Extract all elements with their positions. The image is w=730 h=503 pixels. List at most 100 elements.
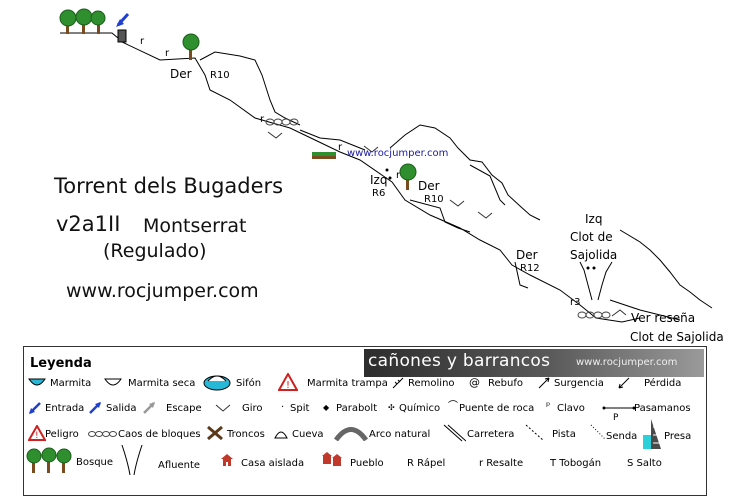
legend-label-remolino: Remolino bbox=[408, 378, 455, 389]
brand-url: www.rocjumper.com bbox=[576, 357, 678, 368]
tributary-line bbox=[579, 261, 593, 301]
siphon-icon bbox=[203, 375, 231, 391]
legend-label-resalte: r Resalte bbox=[479, 458, 524, 469]
parabolt-icon: ◆ bbox=[323, 403, 330, 412]
resalte-label: r bbox=[396, 170, 401, 181]
nail-icon: ᵖ bbox=[546, 401, 551, 412]
canyon-grade: v2a1II bbox=[56, 212, 121, 236]
canyon-wall-line bbox=[299, 129, 366, 151]
legend-label-rapel: R Rápel bbox=[407, 458, 446, 469]
escape-arrow-icon bbox=[143, 402, 155, 414]
resalte-label: r bbox=[338, 142, 343, 153]
legend-label-bosque: Bosque bbox=[76, 457, 114, 468]
legend-label-cueva: Cueva bbox=[292, 429, 324, 440]
legend-label-parabolt: Parabolt bbox=[336, 403, 378, 414]
natural-arch-icon bbox=[334, 427, 368, 441]
canyon-wall-line bbox=[389, 124, 541, 221]
legend-label-quimico: Químico bbox=[399, 403, 441, 414]
cave-icon bbox=[274, 431, 288, 439]
handline-p-label: P bbox=[613, 413, 619, 423]
canyon-wall-line bbox=[409, 199, 471, 233]
legend-label-puente-roca: Puente de roca bbox=[459, 403, 535, 414]
legend-label-tobogan: T Tobogán bbox=[550, 458, 602, 469]
see-review-label: Ver reseña bbox=[631, 311, 695, 325]
resalte-label-r3: r3 bbox=[570, 297, 580, 308]
spit-icon: · bbox=[281, 402, 285, 413]
legend-label-perdida: Pérdida bbox=[644, 378, 682, 389]
entrance-arrow-icon bbox=[29, 402, 41, 414]
rappel-label-r10: R10 bbox=[424, 194, 444, 205]
brand-banner: cañones y barrancos www.rocjumper.com bbox=[364, 349, 704, 377]
legend-label-sifon: Sifón bbox=[236, 378, 262, 389]
legend-label-senda: Senda bbox=[606, 431, 638, 442]
legend-label-casa: Casa aislada bbox=[241, 458, 305, 469]
legend-panel: Leyenda cañones y barrancos www.rocjumpe… bbox=[23, 346, 707, 496]
watermark-url: www.rocjumper.com bbox=[347, 148, 448, 159]
turn-icon bbox=[611, 309, 627, 317]
canyon-wall-line bbox=[469, 164, 506, 206]
turn-icon bbox=[449, 199, 465, 207]
boulder-chaos-icon bbox=[265, 118, 299, 126]
canyon-region: Montserrat bbox=[143, 215, 247, 237]
boulder-chaos-icon bbox=[577, 311, 611, 319]
canyon-title: Torrent dels Bugaders bbox=[54, 174, 284, 198]
rappel-label-r6: R6 bbox=[372, 188, 385, 199]
legend-label-salida: Salida bbox=[106, 403, 137, 414]
legend-label-troncos: Troncos bbox=[227, 429, 265, 440]
legend-label-carretera: Carretera bbox=[467, 429, 515, 440]
track-icon bbox=[525, 424, 545, 442]
logs-icon bbox=[207, 425, 223, 441]
canyon-wall-line bbox=[619, 229, 713, 309]
svg-text:!: ! bbox=[35, 431, 39, 441]
anchor-side-label: Der bbox=[170, 67, 192, 81]
tributary-icon bbox=[121, 444, 143, 476]
dam-icon bbox=[117, 29, 127, 43]
rappel-label-r10: R10 bbox=[210, 70, 230, 81]
canyon-wall-line bbox=[199, 51, 301, 126]
canyon-topo-diagram: r r Der R10 r r r www.rocjumper.com Izq … bbox=[59, 8, 724, 344]
resurgence-icon bbox=[538, 377, 550, 389]
chemical-anchor-icon: ✣ bbox=[388, 403, 395, 412]
anchor-side-label: Der bbox=[418, 179, 440, 193]
resalte-label: r bbox=[165, 48, 170, 59]
rappel-label-r12: R12 bbox=[520, 263, 540, 274]
tributary-line bbox=[597, 261, 613, 301]
canyon-profile-line bbox=[60, 32, 641, 323]
boulder-chaos-icon bbox=[88, 431, 117, 437]
svg-text:!: ! bbox=[286, 380, 290, 391]
rock-bridge-icon: ⌒ bbox=[448, 401, 458, 412]
eddy-icon bbox=[392, 377, 404, 389]
website-url: www.rocjumper.com bbox=[66, 280, 259, 302]
legend-label-escape: Escape bbox=[166, 403, 202, 414]
legend-label-marmita-trampa: Marmita trampa bbox=[307, 378, 388, 389]
path-icon bbox=[590, 424, 606, 440]
forest-icon bbox=[59, 8, 106, 34]
resalte-label: r bbox=[260, 114, 265, 125]
turn-icon bbox=[363, 145, 379, 153]
exit-arrow-icon bbox=[89, 402, 101, 414]
legend-label-surgencia: Surgencia bbox=[554, 378, 604, 389]
dry-pothole-icon bbox=[104, 378, 122, 386]
forest-icon bbox=[26, 447, 72, 473]
legend-label-giro: Giro bbox=[242, 403, 263, 414]
road-icon bbox=[443, 424, 466, 442]
legend-label-peligro: Peligro bbox=[45, 429, 79, 440]
danger-icon: ! bbox=[28, 425, 46, 441]
tree-icon bbox=[182, 33, 200, 60]
anchor-side-label: Izq bbox=[370, 173, 387, 187]
tributary-name-line1: Clot de bbox=[570, 230, 613, 244]
legend-label-salto: S Salto bbox=[627, 458, 662, 469]
tree-icon bbox=[399, 163, 417, 190]
dam-icon bbox=[643, 419, 661, 449]
legend-label-caos: Caos de bloques bbox=[118, 429, 201, 440]
canyon-wall-line bbox=[609, 299, 681, 321]
canyon-status: (Regulado) bbox=[103, 240, 207, 262]
legend-label-arco: Arco natural bbox=[369, 429, 431, 440]
see-review-target-label: Clot de Sajolida bbox=[630, 330, 724, 344]
legend-label-marmita-seca: Marmita seca bbox=[128, 378, 196, 389]
legend-label-pueblo: Pueblo bbox=[350, 458, 384, 469]
legend-label-afluente: Afluente bbox=[158, 460, 201, 471]
tributary-name-line2: Sajolida bbox=[570, 248, 617, 262]
handline-icon bbox=[602, 406, 636, 410]
isolated-house-icon bbox=[221, 454, 233, 466]
